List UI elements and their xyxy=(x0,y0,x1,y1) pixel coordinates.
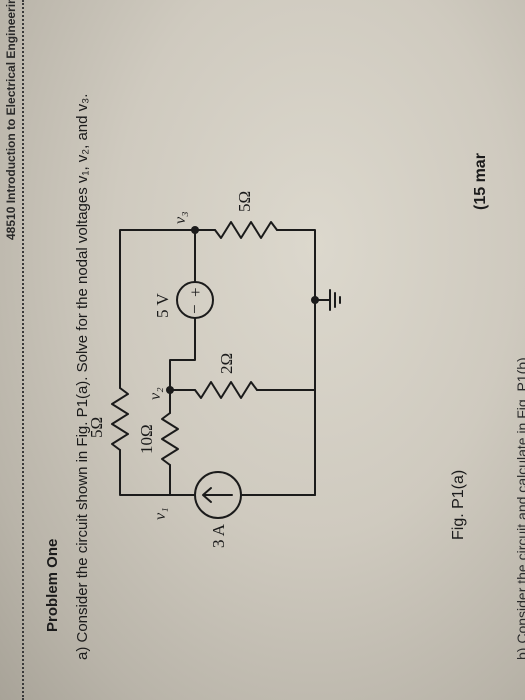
next-part-text: b) Consider the circuit and calculate in… xyxy=(514,357,525,660)
resistor-10ohm xyxy=(161,412,179,466)
ground-symbol xyxy=(329,289,341,311)
label-5v: 5 V xyxy=(153,293,172,318)
label-2ohm: 2Ω xyxy=(217,353,236,374)
wire-v2-to-vs-top xyxy=(169,317,196,391)
label-v2: v₂ xyxy=(147,387,164,400)
wire-top-right xyxy=(119,229,196,389)
label-10ohm: 10Ω xyxy=(137,424,156,454)
wire-right-to-bottom xyxy=(276,229,316,301)
label-v1: v₁ xyxy=(152,507,169,520)
resistor-5ohm-right xyxy=(214,221,278,239)
figure-caption: Fig. P1(a) xyxy=(450,469,467,540)
node-dot-ground xyxy=(311,296,319,304)
label-vs-plus: + xyxy=(186,287,205,297)
label-3a: 3 A xyxy=(209,523,228,548)
marks-label: (15 mar xyxy=(472,153,489,210)
label-5ohm-right: 5Ω xyxy=(235,191,254,212)
resistor-5ohm-top xyxy=(111,387,129,451)
label-vs-minus: − xyxy=(185,304,204,314)
label-v3: v₃ xyxy=(172,211,189,224)
node-dot-v3 xyxy=(191,226,199,234)
label-5ohm-top: 5Ω xyxy=(87,417,106,438)
node-dot-v2 xyxy=(166,386,174,394)
current-arrow xyxy=(202,487,233,503)
resistor-2ohm xyxy=(194,381,258,399)
wire-v1-top xyxy=(119,449,171,496)
